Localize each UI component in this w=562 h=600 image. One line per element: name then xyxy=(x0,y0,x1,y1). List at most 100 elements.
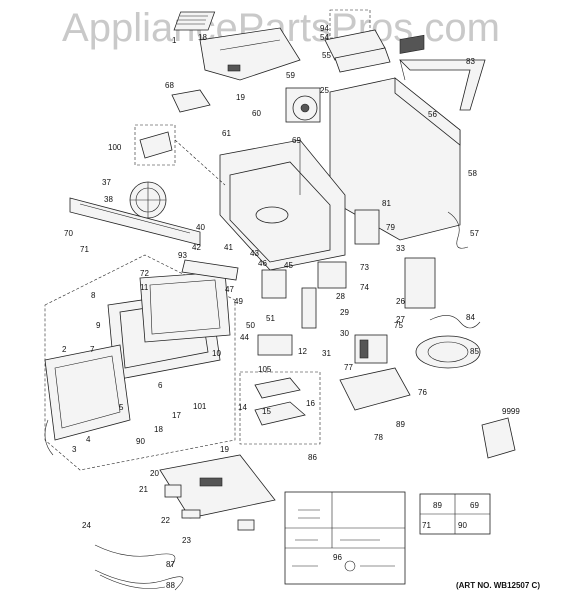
callout-60: 60 xyxy=(252,109,261,118)
callout-100: 100 xyxy=(108,143,122,152)
manual xyxy=(481,417,516,459)
callout-79: 79 xyxy=(386,223,395,232)
choke-cover xyxy=(181,259,239,281)
fan-blade xyxy=(129,181,167,219)
fan-motor xyxy=(285,87,321,123)
callout-59: 59 xyxy=(286,71,295,80)
callout-69: 69 xyxy=(292,136,301,145)
grease-filter xyxy=(171,89,211,113)
legend-89: 89 xyxy=(433,501,442,510)
callout-19a: 19 xyxy=(236,93,245,102)
callout-94: 94 xyxy=(320,24,329,33)
callout-4: 4 xyxy=(86,435,91,444)
hardware-kit-box xyxy=(284,491,406,585)
callout-23: 23 xyxy=(182,536,191,545)
callout-51: 51 xyxy=(266,314,275,323)
callout-72: 72 xyxy=(140,269,149,278)
callout-45: 45 xyxy=(284,261,293,270)
callout-14: 14 xyxy=(238,403,247,412)
callout-8: 8 xyxy=(91,291,96,300)
transformer xyxy=(354,334,388,364)
power-cords xyxy=(429,211,481,329)
light-covers xyxy=(164,484,255,531)
callout-18b: 18 xyxy=(154,425,163,434)
callout-74: 74 xyxy=(360,283,369,292)
callout-6: 6 xyxy=(158,381,163,390)
callout-83: 83 xyxy=(466,57,475,66)
callout-10: 10 xyxy=(212,349,221,358)
callout-11: 11 xyxy=(140,283,149,292)
callout-37: 37 xyxy=(102,178,111,187)
vent-grille xyxy=(69,197,201,246)
callout-3: 3 xyxy=(72,445,77,454)
callout-93: 93 xyxy=(178,251,187,260)
turntable-tray xyxy=(415,335,481,369)
callout-49: 49 xyxy=(234,297,243,306)
callout-46: 46 xyxy=(258,259,267,268)
callout-31: 31 xyxy=(322,349,331,358)
callout-75: 75 xyxy=(394,321,403,330)
callout-76: 76 xyxy=(418,388,427,397)
callout-68: 68 xyxy=(165,81,174,90)
door-window xyxy=(139,271,231,343)
callout-96: 96 xyxy=(333,553,342,562)
callout-25: 25 xyxy=(320,86,329,95)
callout-24: 24 xyxy=(82,521,91,530)
callout-55: 55 xyxy=(322,51,331,60)
callout-30: 30 xyxy=(340,329,349,338)
legend-90: 90 xyxy=(458,521,467,530)
door-panel xyxy=(44,344,131,456)
base-plate xyxy=(339,367,411,411)
callout-58: 58 xyxy=(468,169,477,178)
callout-73: 73 xyxy=(360,263,369,272)
callout-17: 17 xyxy=(172,411,181,420)
door-assembly-outline xyxy=(44,254,236,471)
wire-harness xyxy=(94,544,184,591)
callout-28: 28 xyxy=(336,292,345,301)
callout-29: 29 xyxy=(340,308,349,317)
callout-84: 84 xyxy=(466,313,475,322)
callout-19b: 19 xyxy=(220,445,229,454)
callout-70: 70 xyxy=(64,229,73,238)
callout-43: 43 xyxy=(250,249,259,258)
legend-labels: 89 69 71 90 xyxy=(422,501,479,530)
callout-12: 12 xyxy=(298,347,307,356)
callout-89: 89 xyxy=(396,420,405,429)
callout-87: 87 xyxy=(166,560,175,569)
callout-22: 22 xyxy=(161,516,170,525)
callout-labels: 1 2 3 4 5 6 7 8 9 10 11 12 14 15 16 17 1… xyxy=(62,24,520,590)
outer-case xyxy=(329,34,461,241)
bottom-plate xyxy=(159,454,276,519)
callout-47: 47 xyxy=(225,285,234,294)
charcoal-filter-kit xyxy=(239,371,321,445)
top-vent-grille xyxy=(173,11,216,31)
callout-54: 54 xyxy=(320,33,329,42)
callout-78: 78 xyxy=(374,433,383,442)
legend-71: 71 xyxy=(422,521,431,530)
control-components xyxy=(257,209,436,356)
callout-5: 5 xyxy=(119,403,124,412)
legend-69: 69 xyxy=(470,501,479,510)
callout-40: 40 xyxy=(196,223,205,232)
callout-21: 21 xyxy=(139,485,148,494)
callout-20: 20 xyxy=(150,469,159,478)
callout-105: 105 xyxy=(258,365,272,374)
callout-86: 86 xyxy=(308,453,317,462)
callout-9999: 9999 xyxy=(502,407,520,416)
callout-88: 88 xyxy=(166,581,175,590)
callout-85: 85 xyxy=(470,347,479,356)
callout-90: 90 xyxy=(136,437,145,446)
callout-16: 16 xyxy=(306,399,315,408)
callout-18a: 18 xyxy=(198,33,207,42)
callout-2: 2 xyxy=(62,345,67,354)
bracket-assembly xyxy=(199,27,301,81)
legend-box xyxy=(419,493,491,535)
callout-57: 57 xyxy=(470,229,479,238)
callout-42: 42 xyxy=(192,243,201,252)
callout-81: 81 xyxy=(382,199,391,208)
callout-27: 27 xyxy=(396,315,405,324)
callout-44: 44 xyxy=(240,333,249,342)
callout-7: 7 xyxy=(90,345,95,354)
